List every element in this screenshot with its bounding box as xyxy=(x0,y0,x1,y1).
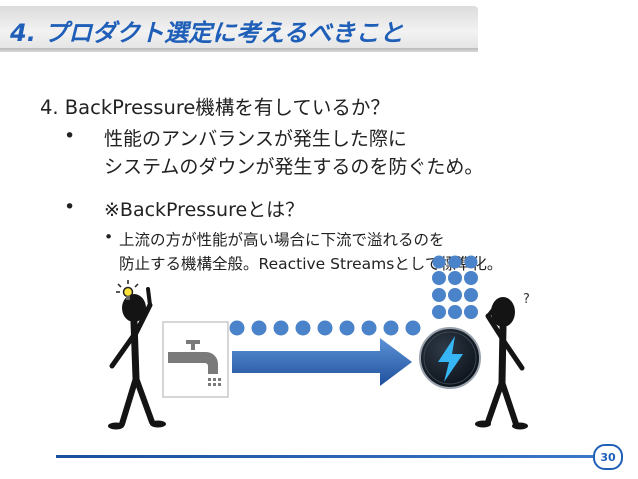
arrow-icon xyxy=(232,338,412,386)
faucet-icon xyxy=(162,321,229,398)
footer-line xyxy=(56,455,598,458)
lightning-logo-icon xyxy=(419,327,481,389)
bullet-1-line-1: 性能のアンバランスが発生した際に xyxy=(104,128,407,150)
page-number: 30 xyxy=(593,444,623,470)
slide-title: 4. プロダクト選定に考えるべきこと xyxy=(10,19,404,47)
bullet-1-line-2: システムのダウンが発生するのを防ぐため。 xyxy=(104,156,484,178)
flow-dots xyxy=(229,320,421,336)
sub-bullet-line-1: 上流の方が性能が高い場合に下流で溢れるのを xyxy=(119,231,445,249)
lightbulb-icon xyxy=(116,280,139,300)
sub-bullet-marker: • xyxy=(104,228,114,246)
bullet-2-line-1: ※BackPressureとは？ xyxy=(104,199,305,221)
question-mark: ? xyxy=(523,292,530,307)
bullet-marker-2: • xyxy=(64,196,76,218)
overflow-dots xyxy=(432,255,478,319)
title-bar xyxy=(0,6,478,52)
stick-figure-confused-icon xyxy=(475,297,528,430)
stick-figure-thinking-icon xyxy=(108,287,166,430)
slide-heading: 4. BackPressure機構を有しているか？ xyxy=(40,96,390,119)
bullet-marker-1: • xyxy=(64,125,76,147)
sub-bullet-line-2: 防止する機構全般。Reactive Streamsとして標準化。 xyxy=(119,255,503,273)
